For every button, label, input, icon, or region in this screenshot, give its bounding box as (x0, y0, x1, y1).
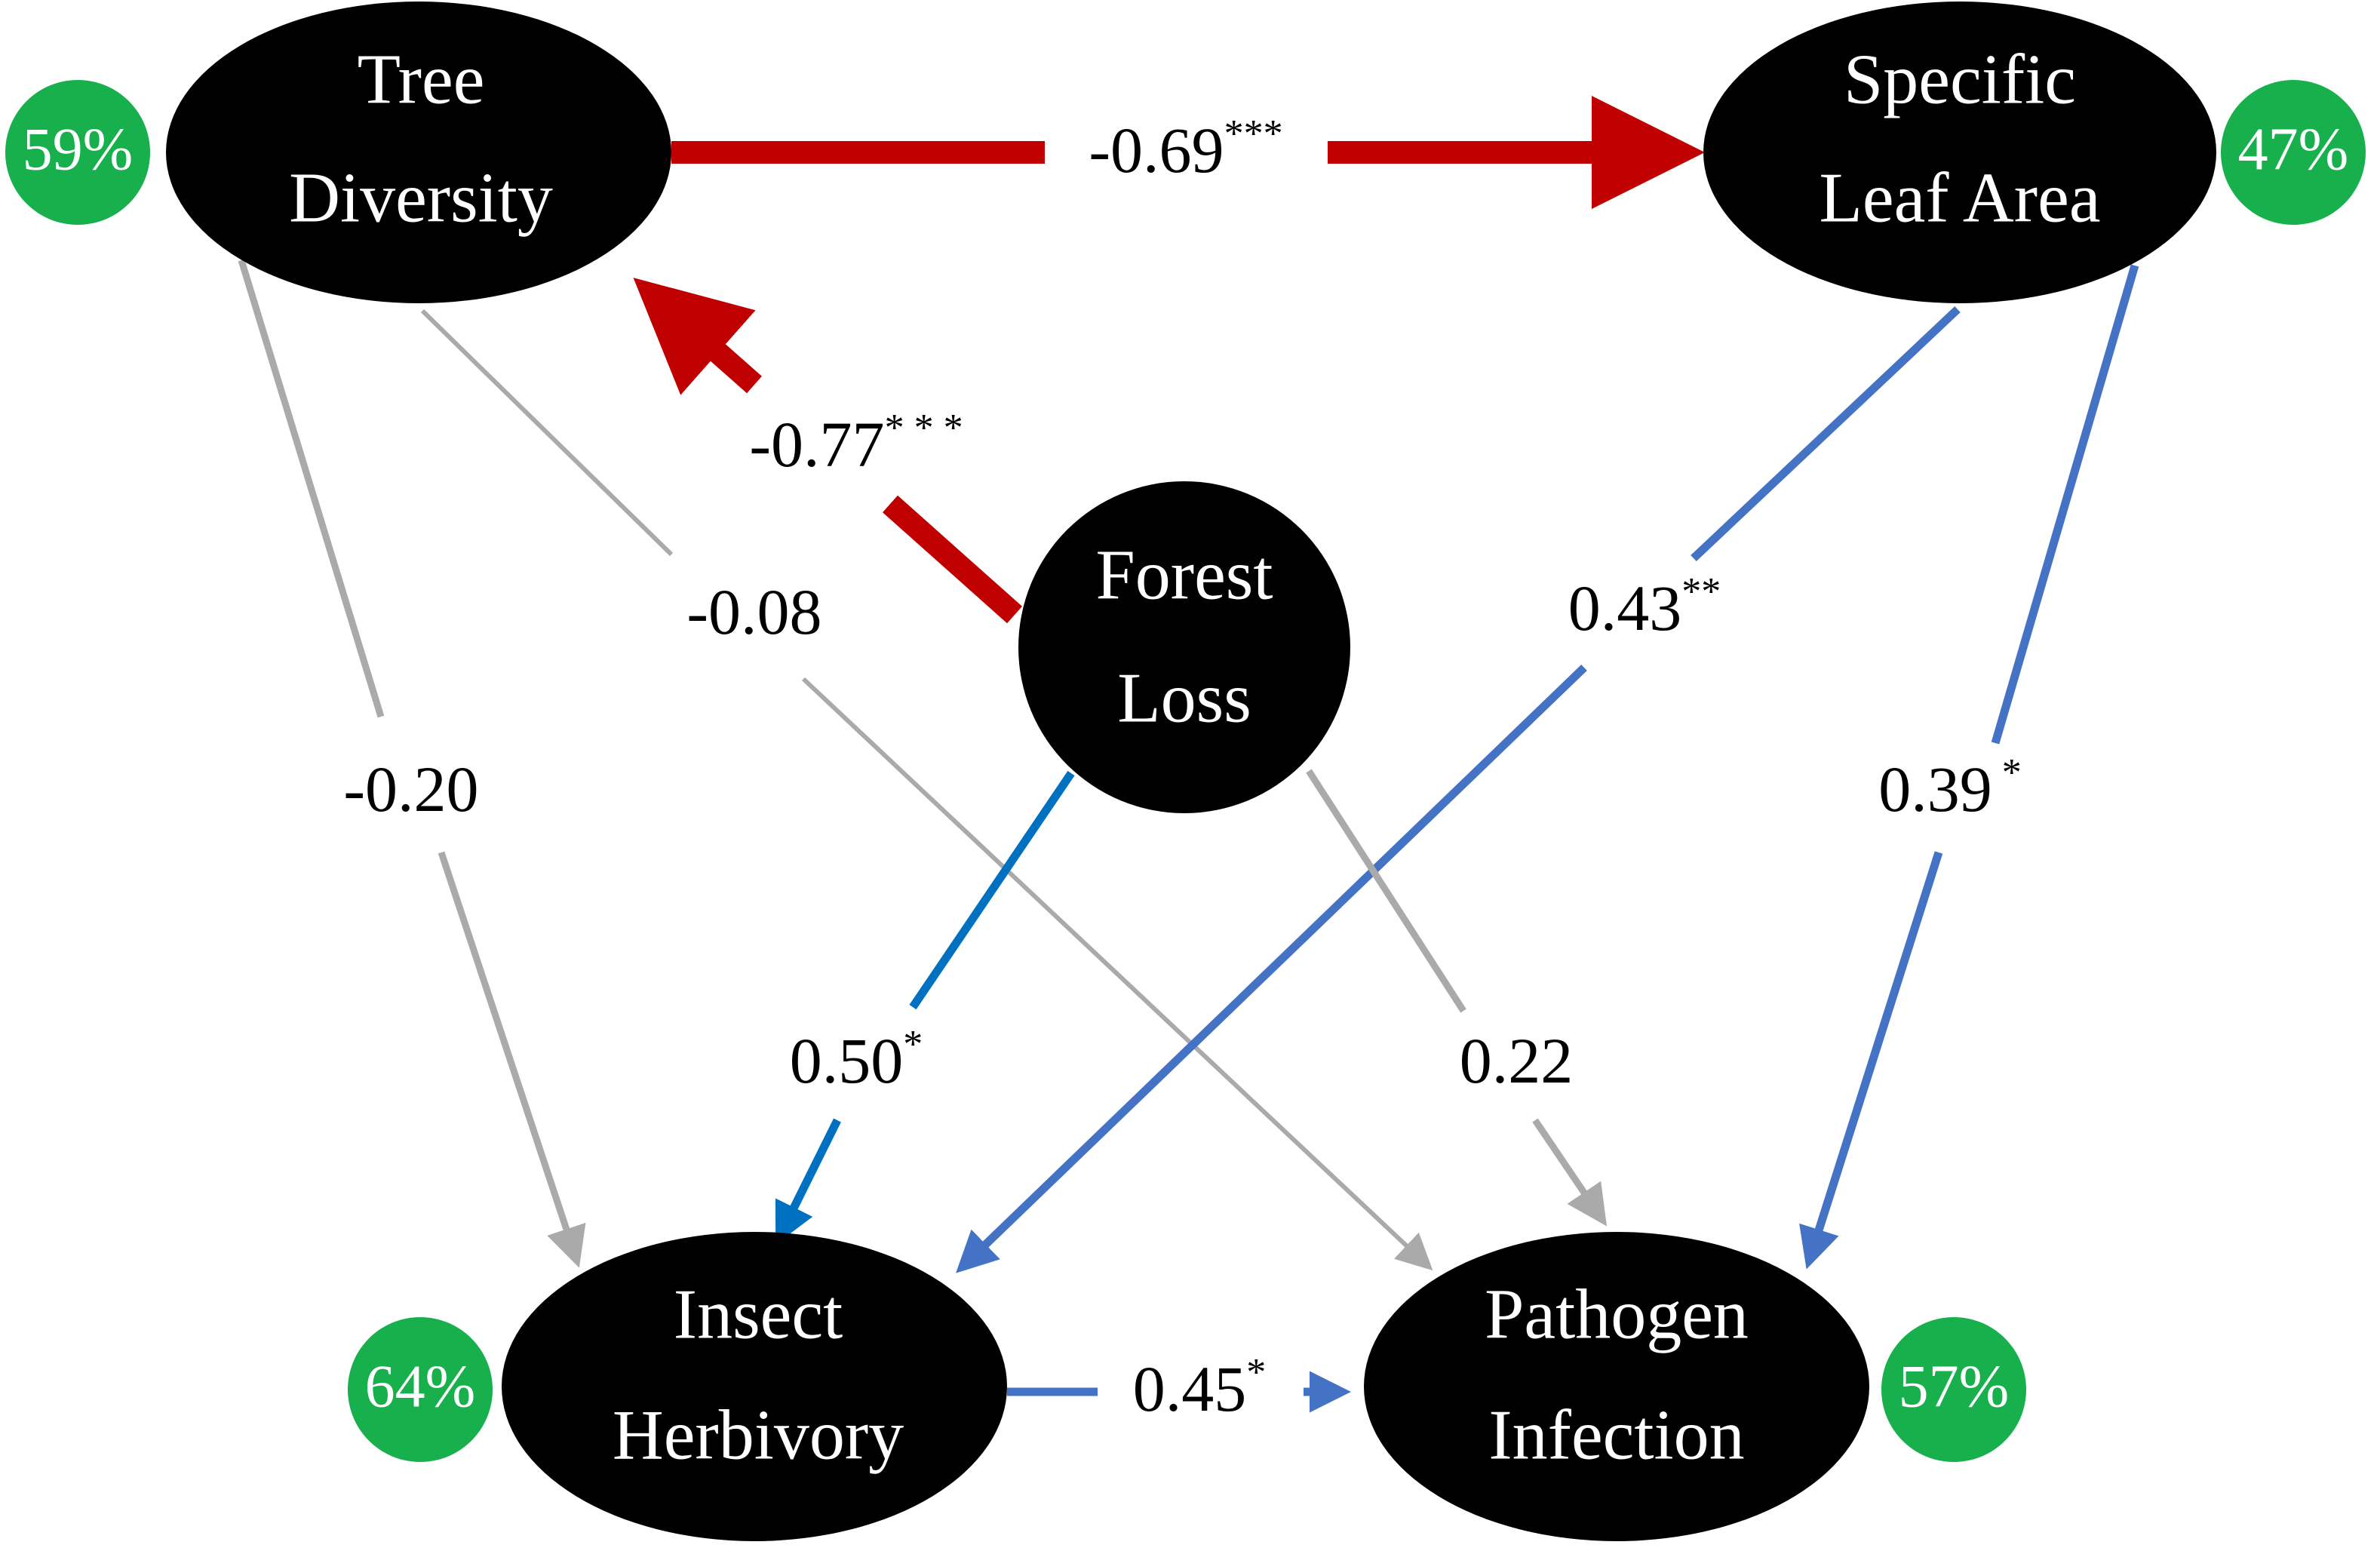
coef-sla-to-pathogen: 0.39 * (1878, 751, 2022, 825)
path-tree-to-pathogen (420, 309, 1433, 1271)
node-forest-loss-line2: Loss (1117, 659, 1251, 738)
node-insect-herbivory-line1: Insect (674, 1276, 843, 1354)
node-pathogen-infection-line1: Pathogen (1485, 1276, 1749, 1354)
path-forest-to-insect (775, 770, 1075, 1245)
r2-badge-pathogen-infection: 57% (1881, 1317, 2026, 1462)
coef-forest-to-insect: 0.50* (790, 1023, 923, 1097)
node-pathogen-infection-line2: Infection (1488, 1396, 1744, 1475)
coef-tree-to-pathogen: -0.08 (686, 576, 821, 648)
path-sla-to-pathogen (1799, 264, 2139, 1270)
node-tree-diversity-line2: Diversity (289, 159, 553, 238)
node-forest-loss-line1: Forest (1096, 536, 1273, 615)
node-insect-herbivory-line2: Herbivory (613, 1396, 904, 1475)
r2-badge-specific-leaf-area: 47% (2221, 80, 2366, 225)
node-tree-diversity: Tree Diversity (166, 2, 671, 303)
coef-tree-to-sla: -0.69*** (1089, 112, 1282, 186)
node-specific-leaf-area-line2: Leaf Area (1819, 159, 2100, 238)
node-tree-diversity-line1: Tree (358, 41, 485, 119)
path-forest-to-pathogen (1306, 769, 1608, 1227)
r2-specific-leaf-area-text: 47% (2238, 116, 2349, 183)
node-specific-leaf-area-line1: Specific (1844, 41, 2076, 119)
r2-tree-diversity-text: 59% (23, 116, 134, 183)
r2-pathogen-infection-text: 57% (1899, 1353, 2010, 1420)
coef-insect-to-pathogen: 0.45* (1133, 1351, 1267, 1425)
coef-sla-to-insect: 0.43** (1568, 570, 1721, 644)
coef-tree-to-insect: -0.20 (343, 753, 478, 825)
path-sla-to-insect (956, 306, 1961, 1273)
r2-badge-insect-herbivory: 64% (348, 1317, 493, 1462)
node-insect-herbivory: Insect Herbivory (502, 1232, 1007, 1541)
path-forest-to-tree (633, 278, 1022, 624)
path-tree-to-insect (238, 259, 586, 1268)
r2-badge-tree-diversity: 59% (5, 80, 150, 225)
coef-forest-to-pathogen: 0.22 (1460, 1024, 1574, 1097)
node-forest-loss: Forest Loss (1018, 481, 1350, 813)
r2-insect-herbivory-text: 64% (365, 1353, 476, 1420)
node-pathogen-infection: Pathogen Infection (1364, 1232, 1869, 1541)
coef-forest-to-tree: -0.77* * * (749, 407, 963, 481)
node-specific-leaf-area: Specific Leaf Area (1703, 2, 2216, 303)
